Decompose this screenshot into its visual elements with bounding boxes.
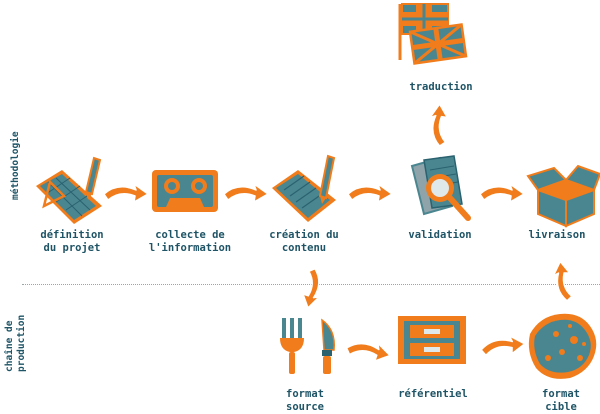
collecte-label-line2: l'information xyxy=(148,242,232,254)
definition-label-line2: du projet xyxy=(43,242,101,254)
definition-label-line1: définition xyxy=(40,229,104,241)
step-label-definition: définition du projet xyxy=(8,229,136,255)
definition-project-icon xyxy=(36,156,102,224)
step-label-referentiel: référentiel xyxy=(378,388,488,401)
format-source-label-line1: format xyxy=(286,388,324,400)
cabinet-icon xyxy=(398,316,466,364)
format-source-label-line2: source xyxy=(286,401,324,413)
format-cible-label-line2: cible xyxy=(545,401,577,413)
cookie-icon xyxy=(528,313,597,379)
creation-label-line1: création du xyxy=(269,229,339,241)
step-label-validation: validation xyxy=(380,229,500,242)
step-label-livraison: livraison xyxy=(514,229,600,242)
fork-knife-icon xyxy=(280,318,335,374)
referentiel-label-line1: référentiel xyxy=(398,388,468,400)
step-label-format-source: format source xyxy=(262,388,348,414)
open-box-icon xyxy=(526,164,600,228)
validation-label-line1: validation xyxy=(408,229,472,241)
step-label-creation: création du contenu xyxy=(240,229,368,255)
cassette-icon xyxy=(152,170,218,212)
section-separator xyxy=(22,284,600,285)
traduction-label-line1: traduction xyxy=(409,81,473,93)
validation-magnifier-icon xyxy=(410,155,471,221)
step-label-traduction: traduction xyxy=(386,81,496,94)
creation-label-line2: contenu xyxy=(281,242,327,254)
arrow-referentiel-to-format-cible xyxy=(478,333,527,359)
livraison-label-line1: livraison xyxy=(528,229,586,241)
arrow-format-cible-to-livraison xyxy=(550,259,575,303)
collecte-label-line1: collecte de xyxy=(155,229,225,241)
arrow-validation-to-traduction xyxy=(429,103,448,147)
step-label-format-cible: format cible xyxy=(522,388,600,414)
arrow-definition-to-collecte xyxy=(103,183,149,203)
step-label-collecte: collecte de l'information xyxy=(120,229,260,255)
arrow-collecte-to-creation xyxy=(223,183,269,203)
format-cible-label-line1: format xyxy=(542,388,580,400)
arrow-creation-to-validation xyxy=(347,183,393,203)
arrow-validation-to-livraison xyxy=(479,183,525,203)
arrow-creation-to-format-source xyxy=(300,266,325,310)
arrow-format-source-to-referentiel xyxy=(344,337,393,365)
flags-icon xyxy=(398,3,468,65)
notebook-pencil-icon xyxy=(272,154,336,222)
